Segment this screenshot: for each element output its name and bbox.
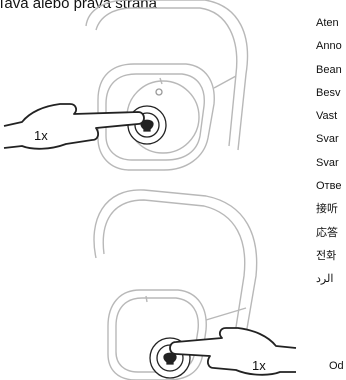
callout-label-bottom: 1x (252, 358, 266, 373)
language-list-item: Aten (316, 17, 339, 29)
language-list-item: Besv (316, 86, 341, 99)
language-list-item: 応答 (316, 226, 338, 239)
earbud-bottom (93, 189, 258, 380)
earbud-illustration: 1x 1x (3, 0, 297, 380)
language-list-item: Svar (316, 156, 339, 169)
earbud-top (85, 0, 249, 171)
language-list-item: Vast (316, 110, 338, 123)
language-list-item: Svar (316, 133, 339, 146)
page-heading: ľava alebo pravá strana (0, 0, 157, 12)
language-list-item: 전화 (316, 249, 337, 262)
language-list-item: الرد (316, 273, 334, 286)
pointing-hand-right (169, 327, 297, 376)
language-list: Aten Anno Bean Besv Vast Svar Svar Отве … (316, 12, 346, 292)
language-list-item: 接听 (316, 203, 338, 216)
language-list-item: Anno (316, 40, 342, 53)
footer-label: Od (329, 360, 344, 372)
callout-label-top: 1x (34, 128, 48, 143)
pointing-hand-left (3, 103, 145, 150)
language-list-item: Bean (316, 63, 342, 76)
language-list-item: Отве (316, 180, 342, 193)
